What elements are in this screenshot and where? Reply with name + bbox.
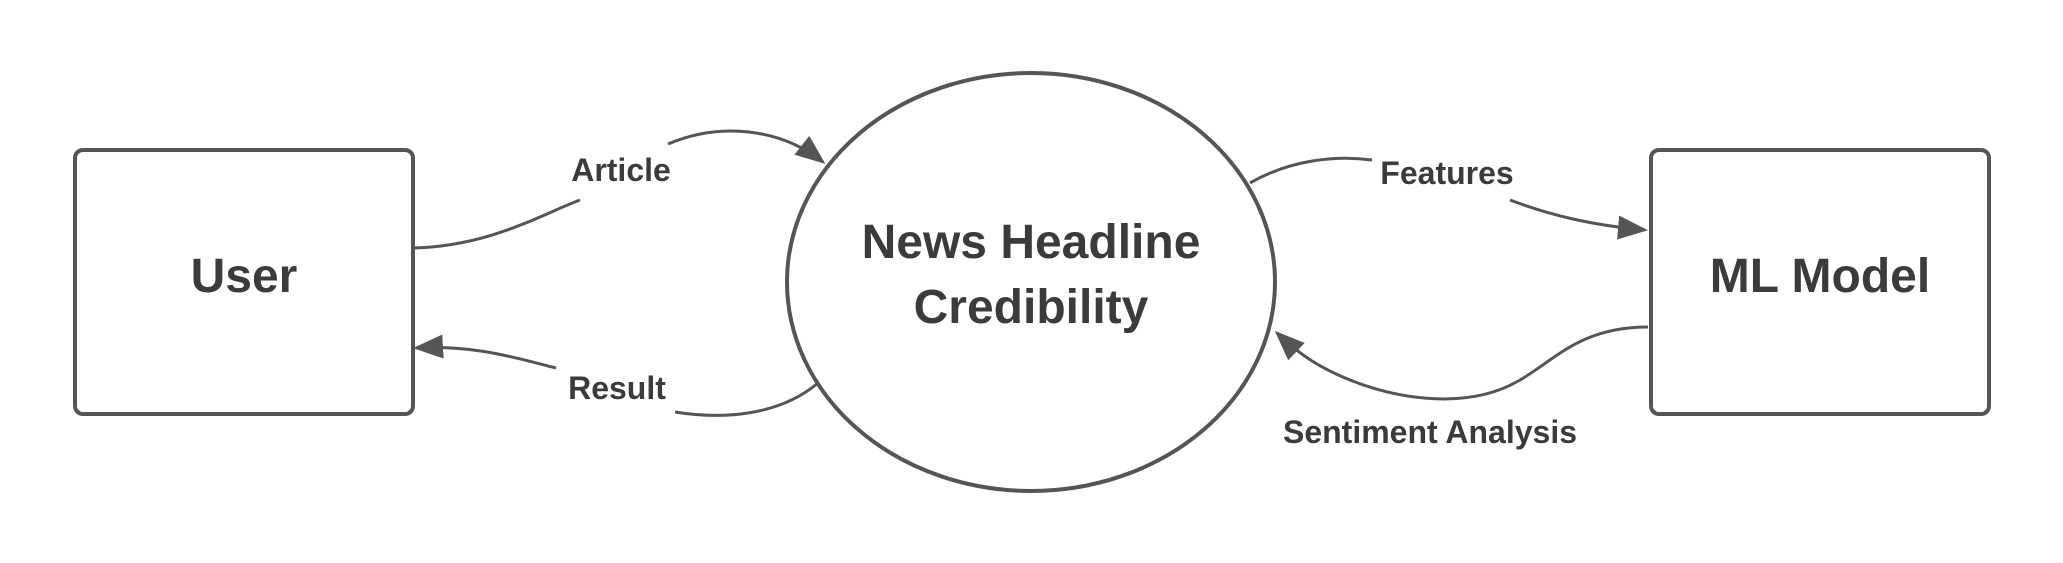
edge-article-curve-start xyxy=(412,198,581,250)
process-node: News Headline Credibility xyxy=(785,71,1277,493)
edge-result-curve-end xyxy=(413,334,557,370)
edge-sentiment: Sentiment Analysis xyxy=(1274,325,1649,450)
model-node: ML Model xyxy=(1649,148,1991,416)
edge-article: Article xyxy=(412,129,826,250)
process-label-line-2: Credibility xyxy=(914,281,1149,334)
edge-result: Result xyxy=(413,334,819,417)
model-label: ML Model xyxy=(1710,250,1930,303)
edge-features: Features xyxy=(1249,155,1648,240)
edge-article-label: Article xyxy=(571,152,671,188)
user-label: User xyxy=(191,250,298,303)
user-box xyxy=(73,148,415,416)
process-ellipse xyxy=(785,71,1277,493)
process-label-line-1: News Headline xyxy=(862,216,1201,269)
edge-features-curve-end xyxy=(1509,198,1648,240)
model-box xyxy=(1649,148,1991,416)
edge-result-label: Result xyxy=(568,370,666,406)
edge-sentiment-label: Sentiment Analysis xyxy=(1283,414,1577,450)
user-node: User xyxy=(73,148,415,416)
edge-features-label: Features xyxy=(1380,155,1513,191)
edge-features-curve-start xyxy=(1249,156,1373,185)
edge-article-curve-end xyxy=(667,129,826,164)
edge-sentiment-curve xyxy=(1274,325,1649,401)
edge-result-curve-start xyxy=(674,381,819,417)
